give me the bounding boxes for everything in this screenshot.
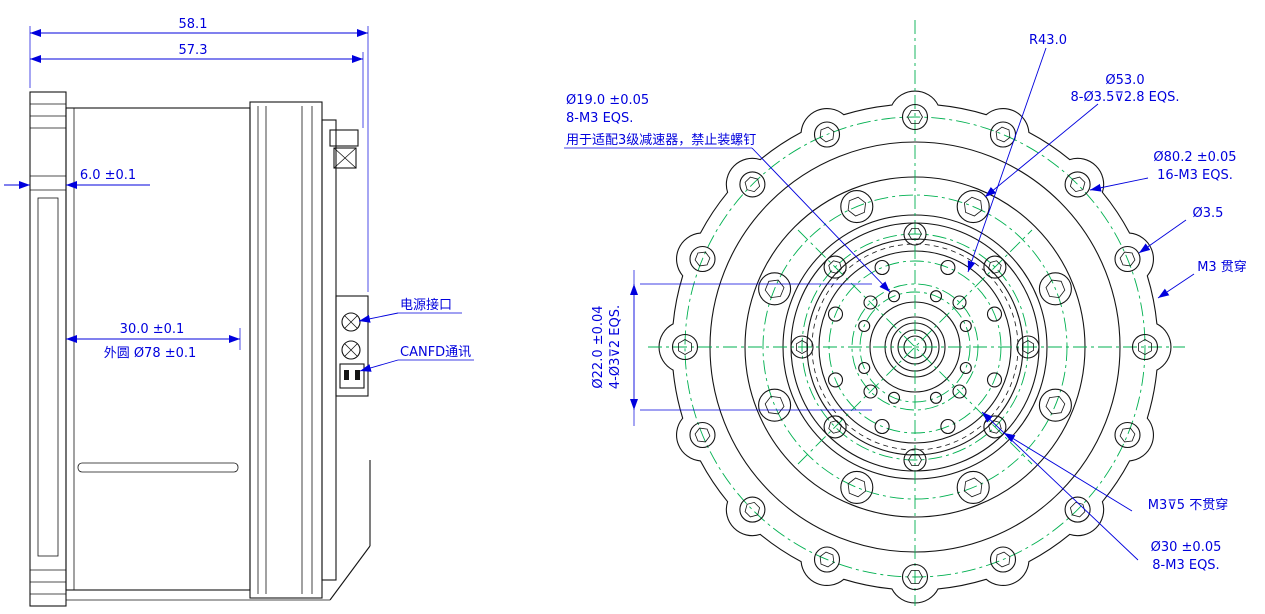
dim-od78-text: 外圆 Ø78 ±0.1	[104, 346, 197, 361]
d80-text: Ø80.2 ±0.05	[1153, 150, 1236, 165]
d19-note-text: 用于适配3级减速器，禁止装螺钉	[566, 133, 756, 148]
canfd-label: CANFD通讯	[400, 345, 471, 360]
front-view-geometry	[648, 20, 1185, 606]
dim-width-total: 58.1	[29, 17, 369, 292]
label-power-leader: 电源接口	[358, 297, 462, 323]
canfd-pin	[344, 370, 349, 380]
r43-text: R43.0	[1029, 33, 1067, 48]
canfd-pin	[355, 370, 360, 380]
dim-d80: Ø80.2 ±0.05 16-M3 EQS.	[1089, 150, 1237, 192]
d30-holes-text: 8-M3 EQS.	[1152, 558, 1219, 573]
dim-d19: Ø19.0 ±0.05 8-M3 EQS. 用于适配3级减速器，禁止装螺钉	[564, 93, 891, 293]
m3-through-text: M3 贯穿	[1197, 259, 1247, 275]
dim-d53: Ø53.0 8-Ø3.5⊽2.8 EQS.	[984, 73, 1180, 198]
dim-d22: Ø22.0 ±0.04 4-Ø3⊽2 EQS.	[591, 270, 872, 426]
dim-step: 6.0 ±0.1	[4, 168, 150, 189]
dim-30-0-text: 30.0 ±0.1	[120, 322, 185, 337]
dim-m3-blind: M3⊽5 不贯穿	[1003, 432, 1228, 513]
body-slot	[77, 462, 239, 473]
top-bracket	[329, 129, 359, 147]
dim-d35: Ø3.5	[1138, 206, 1224, 254]
housing-rib-panel	[37, 197, 59, 557]
m3-blind-text: M3⊽5 不贯穿	[1148, 497, 1228, 513]
dim-57-3-text: 57.3	[179, 43, 208, 58]
d22-text: Ø22.0 ±0.04	[591, 305, 606, 388]
dim-body-length: 30.0 ±0.1 外圆 Ø78 ±0.1	[66, 322, 241, 361]
power-connector-2	[341, 340, 361, 360]
d53-text: Ø53.0	[1105, 73, 1144, 88]
d30-text: Ø30 ±0.05	[1151, 540, 1222, 555]
dim-58-1-text: 58.1	[179, 17, 208, 32]
dim-r43: R43.0	[967, 33, 1067, 273]
housing-back	[29, 91, 67, 607]
d35-text: Ø3.5	[1193, 206, 1224, 221]
d19-holes-text: 8-M3 EQS.	[566, 111, 633, 126]
output-flange	[321, 119, 337, 581]
front-section	[249, 101, 323, 599]
dim-width-front: 57.3	[30, 43, 364, 128]
label-canfd-leader: CANFD通讯	[359, 345, 474, 372]
side-view: 58.1 57.3 6.0 ±0.1 30.0 ±0.1 外圆 Ø78 ±0.1…	[4, 17, 474, 607]
dim-m3-through: M3 贯穿	[1157, 259, 1247, 299]
d22-holes-text: 4-Ø3⊽2 EQS.	[608, 305, 623, 389]
d19-text: Ø19.0 ±0.05	[566, 93, 649, 108]
dim-6-0-text: 6.0 ±0.1	[80, 168, 136, 183]
d53-holes-text: 8-Ø3.5⊽2.8 EQS.	[1070, 90, 1179, 105]
front-view: R43.0 Ø53.0 8-Ø3.5⊽2.8 EQS. Ø19.0 ±0.05 …	[564, 20, 1247, 606]
dim-d30: Ø30 ±0.05 8-M3 EQS.	[981, 411, 1222, 573]
canfd-connector	[339, 363, 365, 389]
connector-block	[335, 295, 369, 397]
power-label: 电源接口	[400, 297, 452, 313]
d80-holes-text: 16-M3 EQS.	[1157, 168, 1233, 183]
top-connector-block	[333, 147, 357, 169]
